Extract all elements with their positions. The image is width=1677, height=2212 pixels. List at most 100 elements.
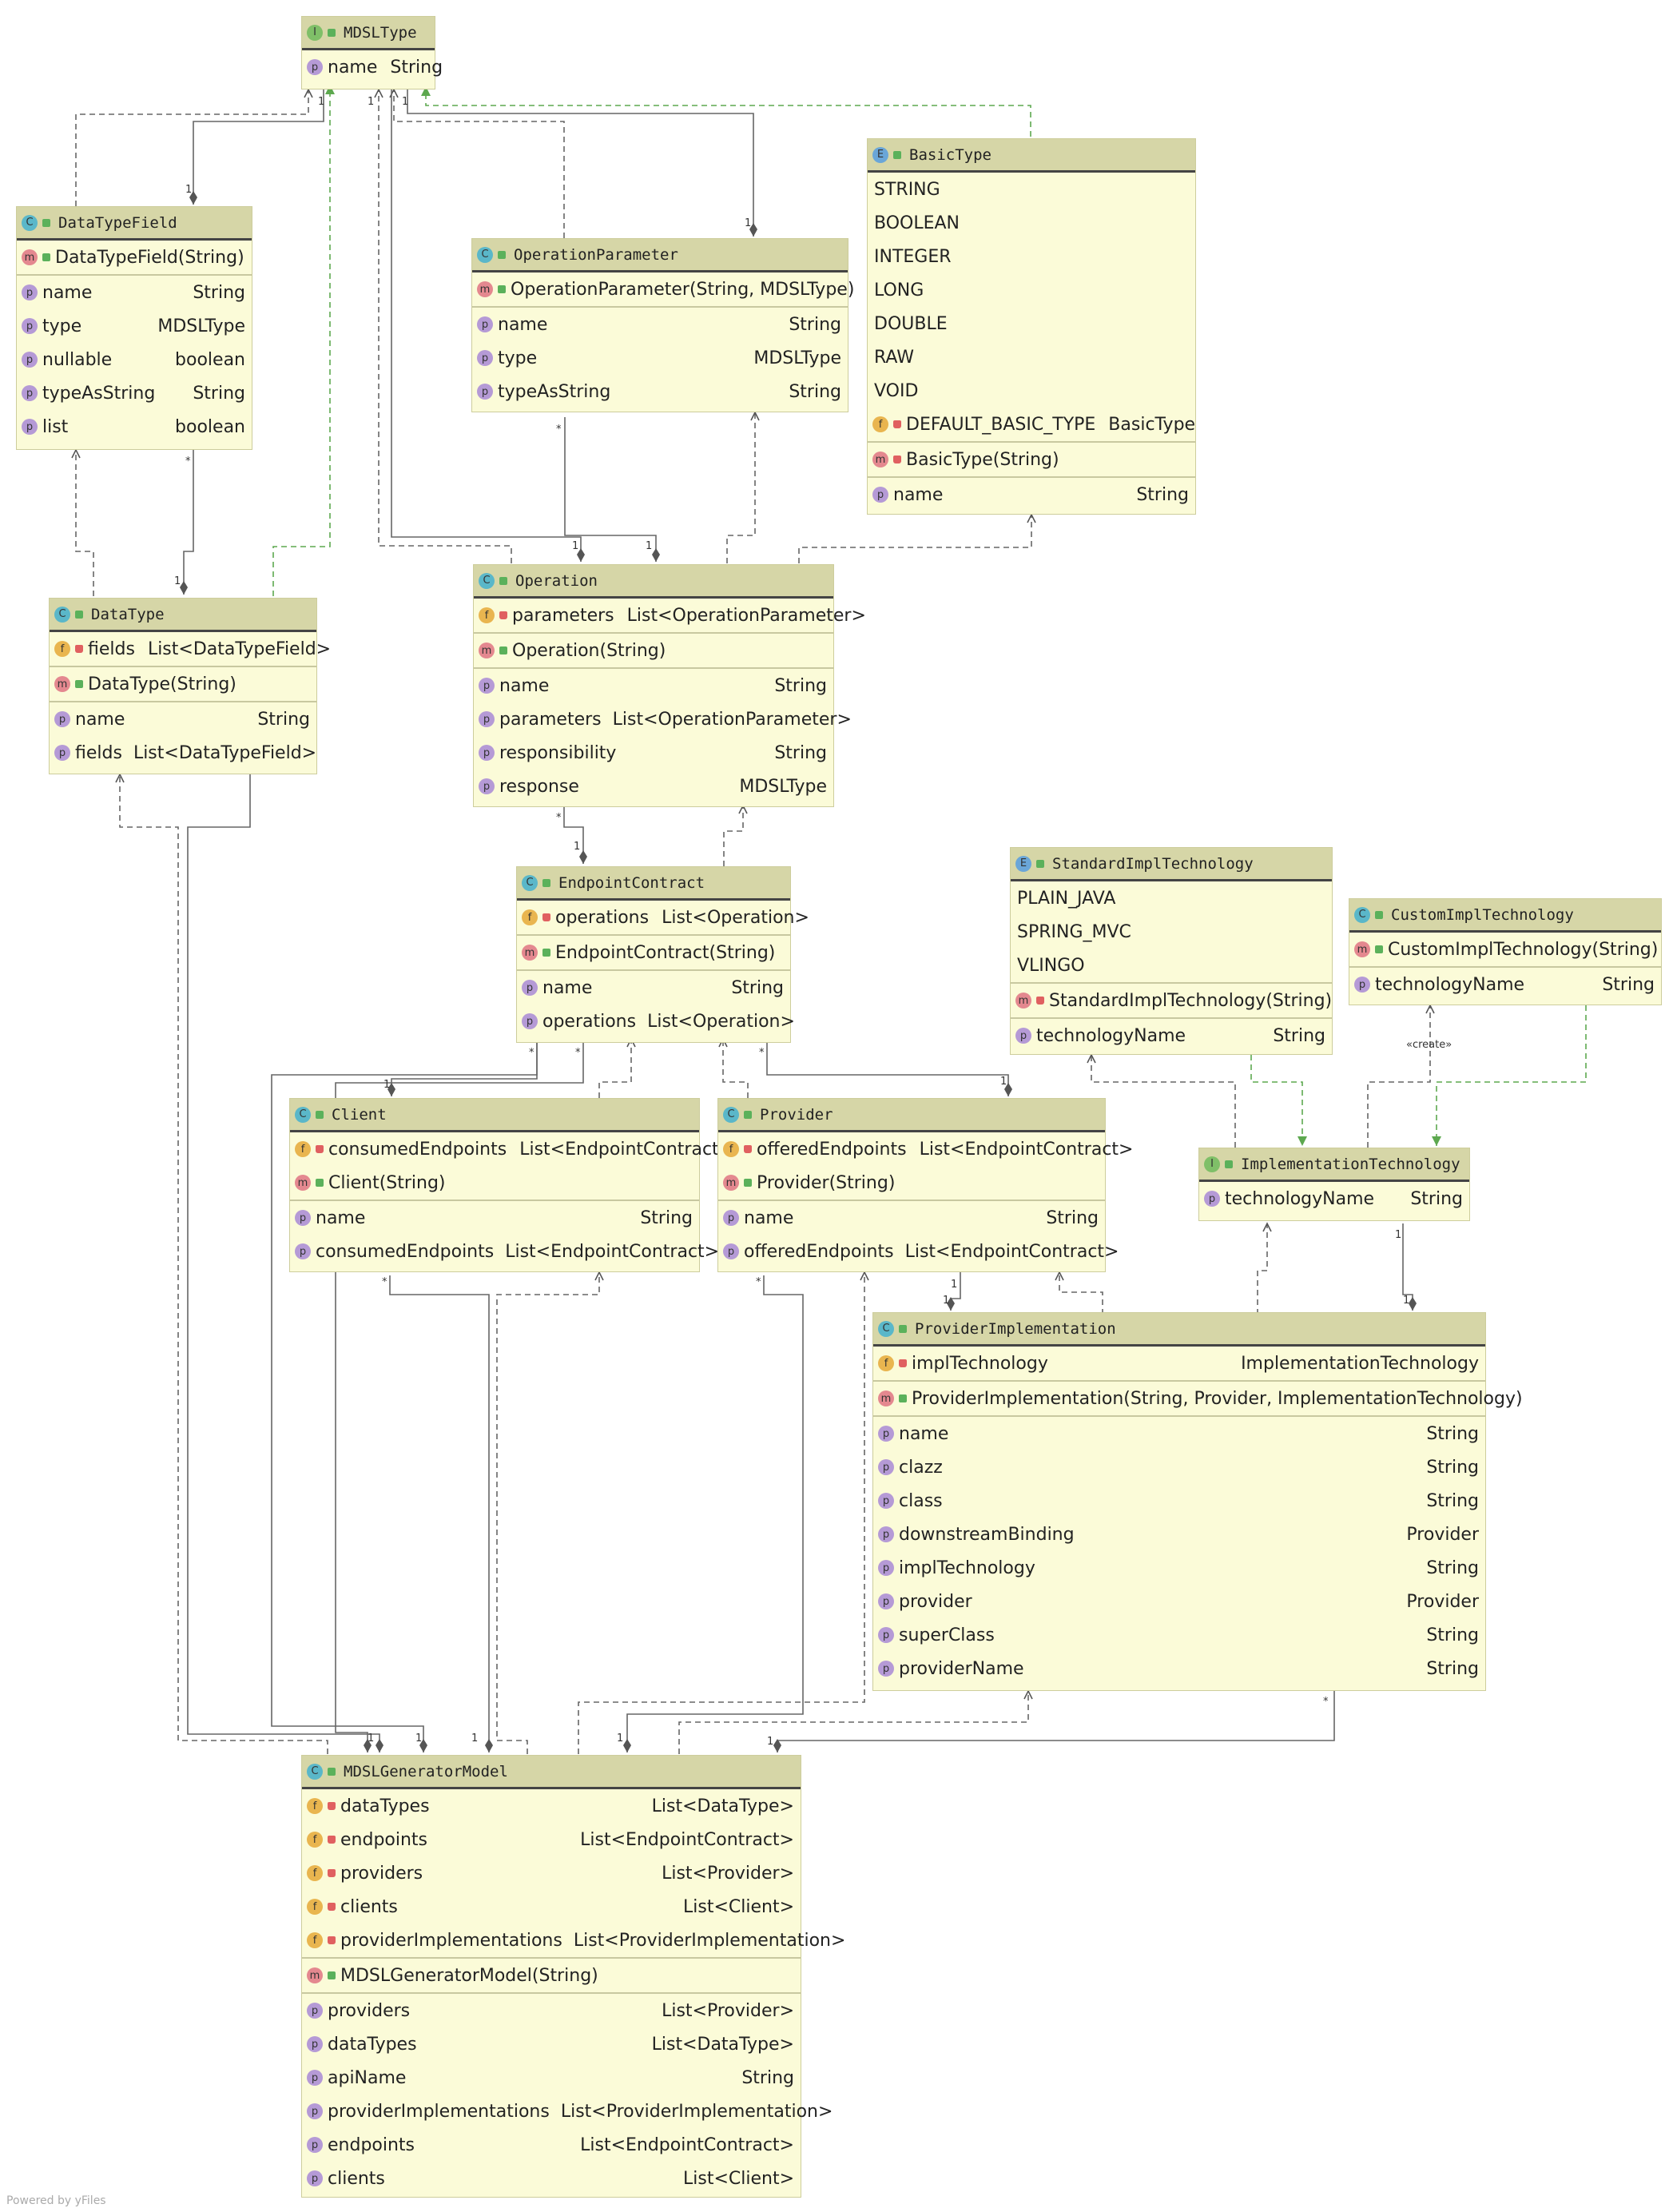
label-one: 1 [574,841,581,853]
field-icon: f [522,909,538,925]
label-one: 1 [617,1733,624,1745]
property-icon: p [22,284,38,300]
member-type: List<EndpointContract> [904,1241,1119,1262]
member-name: offeredEndpoints [757,1139,907,1160]
member-name: dataTypes [328,2034,417,2055]
member-name: name [542,977,593,998]
public-icon [899,1394,907,1402]
member-type: List<Client> [682,1896,794,1917]
class-standardimpltechnology[interactable]: E StandardImplTechnology PLAIN_JAVA SPRI… [1010,847,1333,1055]
method-icon: m [477,281,493,297]
edge-providerimpl-provider-dep [1055,1271,1103,1315]
member-type: String [1426,1423,1479,1444]
public-icon [328,1971,336,1979]
property-icon: p [878,1661,894,1677]
member-type: List<ProviderImplementation> [573,1930,846,1951]
member-name: clazz [899,1457,943,1478]
member-type: List<EndpointContract> [580,2134,794,2155]
member-type: String [1426,1490,1479,1511]
member-name: technologyName [1036,1025,1186,1046]
member-name: name [316,1207,366,1228]
interface-icon: I [1204,1156,1220,1172]
method-icon: m [22,249,38,265]
enum-constant: INTEGER [874,246,952,267]
lock-icon [316,1145,324,1153]
enum-constant: STRING [874,179,940,200]
class-name: MDSLGeneratorModel [344,1762,508,1780]
member-type: List<OperationParameter> [612,709,852,730]
member-type: List<DataType> [651,2034,794,2055]
label-many: * [759,1047,765,1059]
edge-model-providerimpl-comp [773,1691,1335,1752]
member-type: List<ProviderImplementation> [560,2101,833,2122]
member-name: Provider(String) [757,1172,896,1193]
public-icon [316,1110,324,1119]
label-one: 1 [185,184,193,196]
member-type: List<EndpointContract> [580,1829,794,1850]
member-name: consumedEndpoints [316,1241,495,1262]
field-icon: f [295,1141,311,1157]
edge-datatypefield-mdsltype [75,88,313,206]
member-name: dataTypes [340,1796,430,1816]
member-name: list [42,416,69,437]
member-name: fields [88,639,135,659]
member-name: OperationParameter(String, MDSLType) [511,279,855,300]
property-icon: p [307,2036,323,2052]
property-icon: p [22,318,38,334]
member-name: offeredEndpoints [744,1241,894,1262]
property-icon: p [307,2003,323,2019]
property-icon: p [878,1459,894,1475]
class-header: C DataTypeField [17,207,252,241]
label-one: 1 [767,1736,774,1748]
method-icon: m [522,945,538,961]
member-type: List<Operation> [647,1011,795,1032]
label-many: * [1323,1696,1329,1708]
property-icon: p [479,678,495,694]
member-name: providers [340,1863,423,1884]
field-icon: f [878,1355,894,1371]
member-name: class [899,1490,943,1511]
member-type: MDSLType [739,776,827,797]
edge-model-datatype-dep [115,773,328,1754]
property-icon: p [307,2103,323,2119]
member-type: MDSLType [753,348,841,368]
edge-model-providerimpl-dep [678,1689,1033,1754]
property-icon: p [54,711,70,727]
enum-icon: E [872,146,888,163]
class-name: OperationParameter [514,245,678,264]
lock-icon [328,1802,336,1810]
property-icon: p [878,1493,894,1509]
method-icon: m [878,1390,894,1406]
edge-model-provider-dep [578,1271,869,1754]
member-type: String [1046,1207,1099,1228]
member-type: List<EndpointContract> [505,1241,720,1262]
class-icon: C [723,1106,739,1123]
member-type: MDSLType [157,316,245,336]
member-type: List<OperationParameter> [626,605,866,626]
member-name: consumedEndpoints [328,1139,507,1160]
edge-client-endpoint-comp [387,1043,538,1096]
property-icon: p [22,352,38,368]
member-type: String [390,57,443,78]
member-type: List<Client> [682,2168,794,2189]
class-name: ProviderImplementation [915,1319,1116,1338]
member-type: List<DataType> [651,1796,794,1816]
member-name: clients [328,2168,385,2189]
lock-icon [744,1145,752,1153]
member-type: String [1426,1658,1479,1679]
member-name: name [899,1423,949,1444]
class-basictype[interactable]: E BasicType STRING BOOLEAN INTEGER LONG … [867,138,1196,515]
class-header: C ProviderImplementation [873,1313,1485,1347]
